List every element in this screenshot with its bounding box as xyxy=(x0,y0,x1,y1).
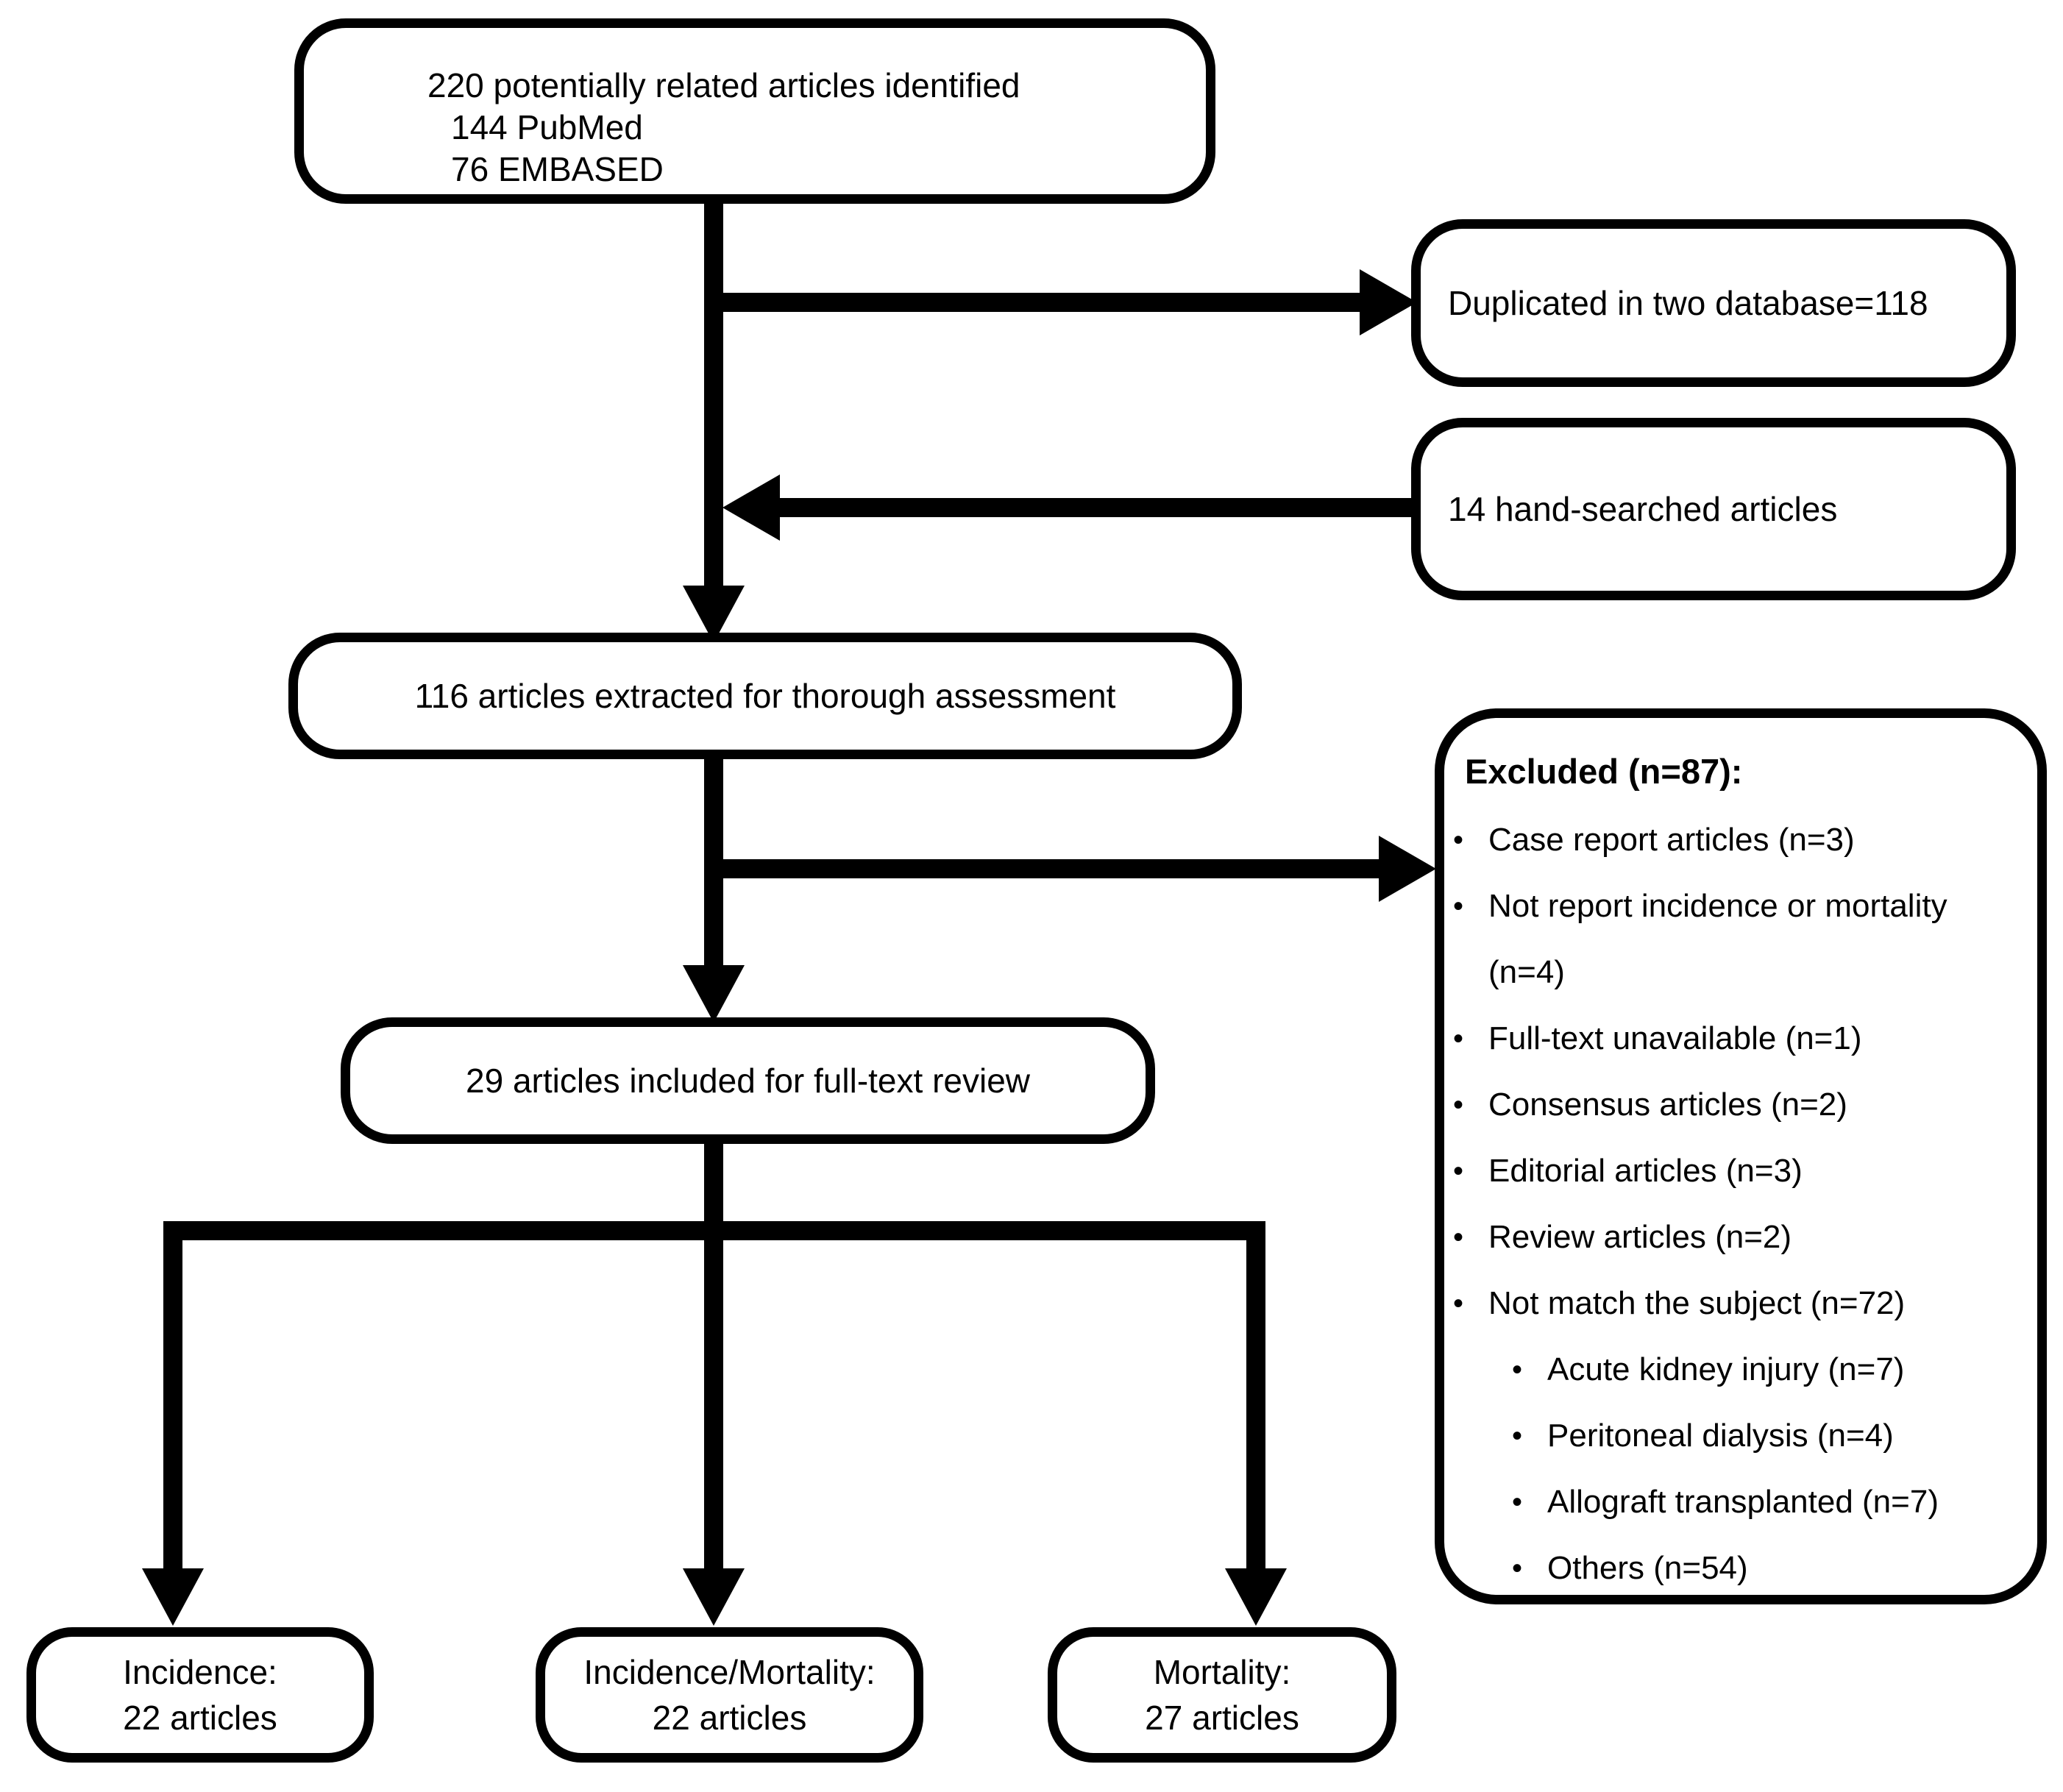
excluded-item: Editorial articles (n=3) xyxy=(1444,1138,2015,1204)
incidence-label: Incidence: xyxy=(123,1653,277,1691)
excluded-list: Case report articles (n=3) Not report in… xyxy=(1444,807,2015,1601)
excluded-subitem: Allograft transplanted (n=7) xyxy=(1444,1469,2015,1535)
incidence-mortality-count: 22 articles xyxy=(652,1699,807,1737)
excluded-item-text: Consensus articles (n=2) xyxy=(1488,1087,1847,1123)
excluded-item-text: Editorial articles (n=3) xyxy=(1488,1153,1803,1189)
box-mortality: Mortality: 27 articles xyxy=(1048,1627,1396,1763)
arrowhead-down-into-mortality xyxy=(1225,1568,1287,1626)
arrowhead-right-into-duplicated xyxy=(1360,269,1417,335)
connector-to-duplicated xyxy=(714,293,1363,312)
connector-fulltext-to-split xyxy=(704,1139,723,1570)
excluded-item: Full-text unavailable (n=1) xyxy=(1444,1006,2015,1072)
excluded-item-text: Review articles (n=2) xyxy=(1488,1219,1792,1255)
arrowhead-right-into-excluded xyxy=(1379,836,1436,902)
identified-embased-line: 76 EMBASED xyxy=(451,150,664,188)
excluded-item: Review articles (n=2) xyxy=(1444,1204,2015,1270)
excluded-item-text: Full-text unavailable (n=1) xyxy=(1488,1020,1862,1056)
excluded-item-text: Case report articles (n=3) xyxy=(1488,822,1855,858)
box-excluded: Excluded (n=87): Case report articles (n… xyxy=(1435,708,2047,1604)
box-incidence-mortality: Incidence/Mortality: 22 articles xyxy=(536,1627,923,1763)
connector-from-hand-searched xyxy=(778,498,1413,517)
duplicated-text: Duplicated in two database=118 xyxy=(1448,284,1928,322)
identified-pubmed-line: 144 PubMed xyxy=(451,108,643,146)
excluded-subitem: Acute kidney injury (n=7) xyxy=(1444,1337,2015,1403)
box-hand-searched: 14 hand-searched articles xyxy=(1411,418,2016,600)
excluded-item-text: Others (n=54) xyxy=(1547,1550,1748,1586)
box-assessment: 116 articles extracted for thorough asse… xyxy=(288,633,1242,759)
excluded-title: Excluded (n=87): xyxy=(1465,752,1743,791)
fulltext-text: 29 articles included for full-text revie… xyxy=(466,1062,1030,1100)
excluded-item-text: Not report incidence or mortality (n=4) xyxy=(1488,888,1947,990)
connector-to-excluded xyxy=(714,859,1382,878)
excluded-item: Case report articles (n=3) xyxy=(1444,807,2015,873)
mortality-label: Mortality: xyxy=(1153,1653,1291,1691)
box-incidence: Incidence: 22 articles xyxy=(26,1627,374,1763)
arrowhead-left-from-hand-searched xyxy=(722,474,780,541)
identified-total-line: 220 potentially related articles identif… xyxy=(427,66,1020,104)
excluded-item-text: Acute kidney injury (n=7) xyxy=(1547,1351,1905,1387)
excluded-item-text: Not match the subject (n=72) xyxy=(1488,1285,1906,1321)
arrowhead-down-into-incidence-mortality xyxy=(683,1568,745,1626)
connector-three-way-split xyxy=(163,1221,1265,1240)
incidence-mortality-label: Incidence/Mortality: xyxy=(583,1653,876,1691)
excluded-item-text: Peritoneal dialysis (n=4) xyxy=(1547,1418,1894,1454)
connector-split-to-incidence xyxy=(163,1221,182,1570)
connector-split-to-mortality xyxy=(1246,1221,1265,1570)
hand-searched-text: 14 hand-searched articles xyxy=(1448,490,1838,528)
excluded-item: Not match the subject (n=72) xyxy=(1444,1270,2015,1337)
excluded-item: Consensus articles (n=2) xyxy=(1444,1072,2015,1138)
assessment-text: 116 articles extracted for thorough asse… xyxy=(414,677,1116,715)
box-duplicated: Duplicated in two database=118 xyxy=(1411,219,2016,387)
excluded-item-text: Allograft transplanted (n=7) xyxy=(1547,1484,1939,1520)
excluded-subitem: Others (n=54) xyxy=(1444,1535,2015,1601)
connector-identified-to-assessment xyxy=(704,199,723,587)
mortality-count: 27 articles xyxy=(1145,1699,1299,1737)
arrowhead-down-into-incidence xyxy=(142,1568,204,1626)
box-fulltext-review: 29 articles included for full-text revie… xyxy=(341,1017,1155,1144)
incidence-count: 22 articles xyxy=(123,1699,277,1737)
arrowhead-down-into-fulltext xyxy=(683,965,745,1023)
excluded-subitem: Peritoneal dialysis (n=4) xyxy=(1444,1403,2015,1469)
box-articles-identified: 220 potentially related articles identif… xyxy=(294,18,1215,204)
excluded-item: Not report incidence or mortality (n=4) xyxy=(1444,873,2015,1006)
